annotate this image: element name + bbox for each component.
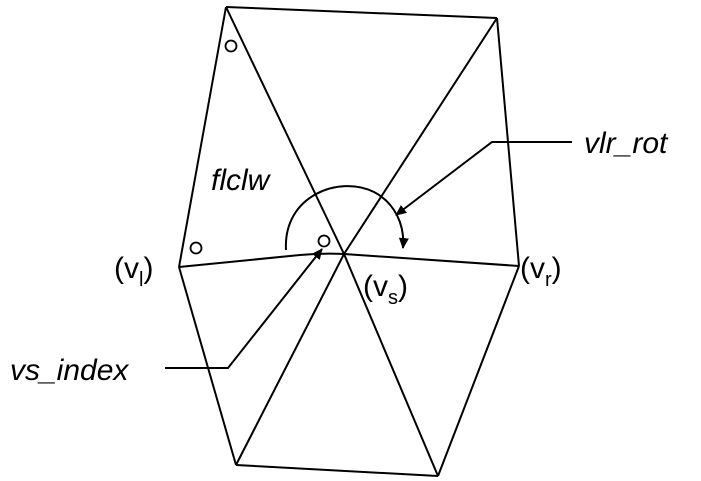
corner-marker-top: [224, 39, 238, 53]
edge-center-top-right: [343, 17, 498, 255]
face-label: flclw: [211, 164, 272, 197]
edge-lower-right: [437, 265, 520, 477]
corner-marker-left: [189, 241, 203, 255]
corner-marker-center: [317, 234, 331, 248]
edge-upper-left: [178, 6, 227, 268]
vlr-rot-label: vlr_rot: [584, 127, 669, 160]
edge-lower-left: [178, 266, 237, 466]
rotation-arc: [284, 185, 409, 251]
corner-markers: [189, 39, 331, 255]
interior-edges: [178, 6, 520, 477]
edge-bottom: [235, 464, 439, 477]
vlr-rot-leader: [395, 141, 572, 216]
outer-boundary: [178, 6, 520, 477]
edge-top: [225, 6, 498, 19]
edge-center-bottom-right: [343, 253, 439, 477]
vs-index-leader: [165, 248, 323, 369]
edge-center-bottom-left: [235, 253, 345, 466]
vertex-left-label: (vl): [114, 252, 153, 291]
vertex-right-label: (vr): [520, 252, 562, 291]
vertex-center-label: (vs): [363, 270, 408, 309]
edge-center-left: [178, 252, 345, 268]
vs-index-label: vs_index: [10, 354, 129, 387]
edge-center-top-left: [225, 6, 345, 255]
edge-center-right: [343, 253, 520, 267]
